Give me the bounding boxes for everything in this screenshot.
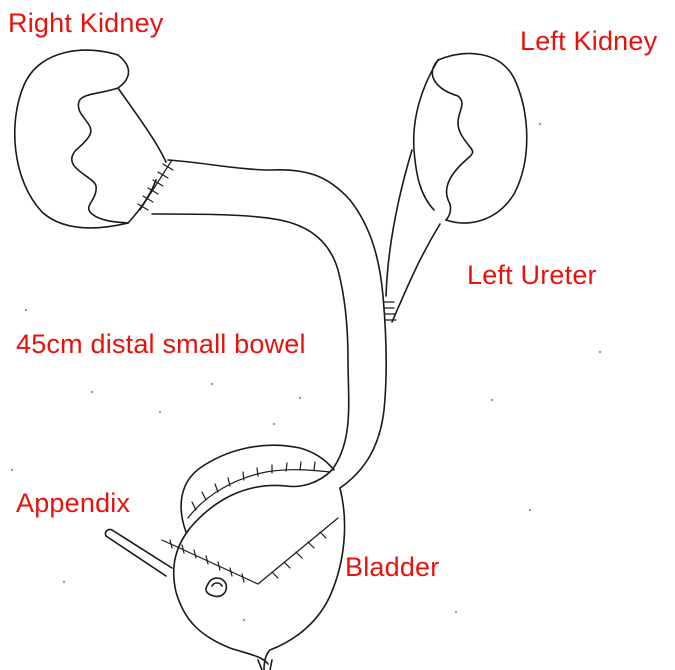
right-kidney-label: Right Kidney (8, 10, 164, 37)
right-kidney-suture (138, 160, 173, 210)
left-kidney (414, 54, 527, 223)
right-kidney (15, 50, 166, 228)
appendix (105, 529, 172, 576)
left-ureter (384, 150, 440, 322)
bladder (162, 445, 345, 670)
appendix-label: Appendix (16, 490, 130, 517)
left-kidney-label: Left Kidney (520, 28, 657, 55)
small-bowel-label: 45cm distal small bowel (16, 331, 306, 358)
small-bowel-segment (152, 160, 386, 488)
bladder-label: Bladder (345, 554, 439, 581)
left-ureter-label: Left Ureter (467, 262, 597, 289)
paper-specks (11, 123, 601, 621)
